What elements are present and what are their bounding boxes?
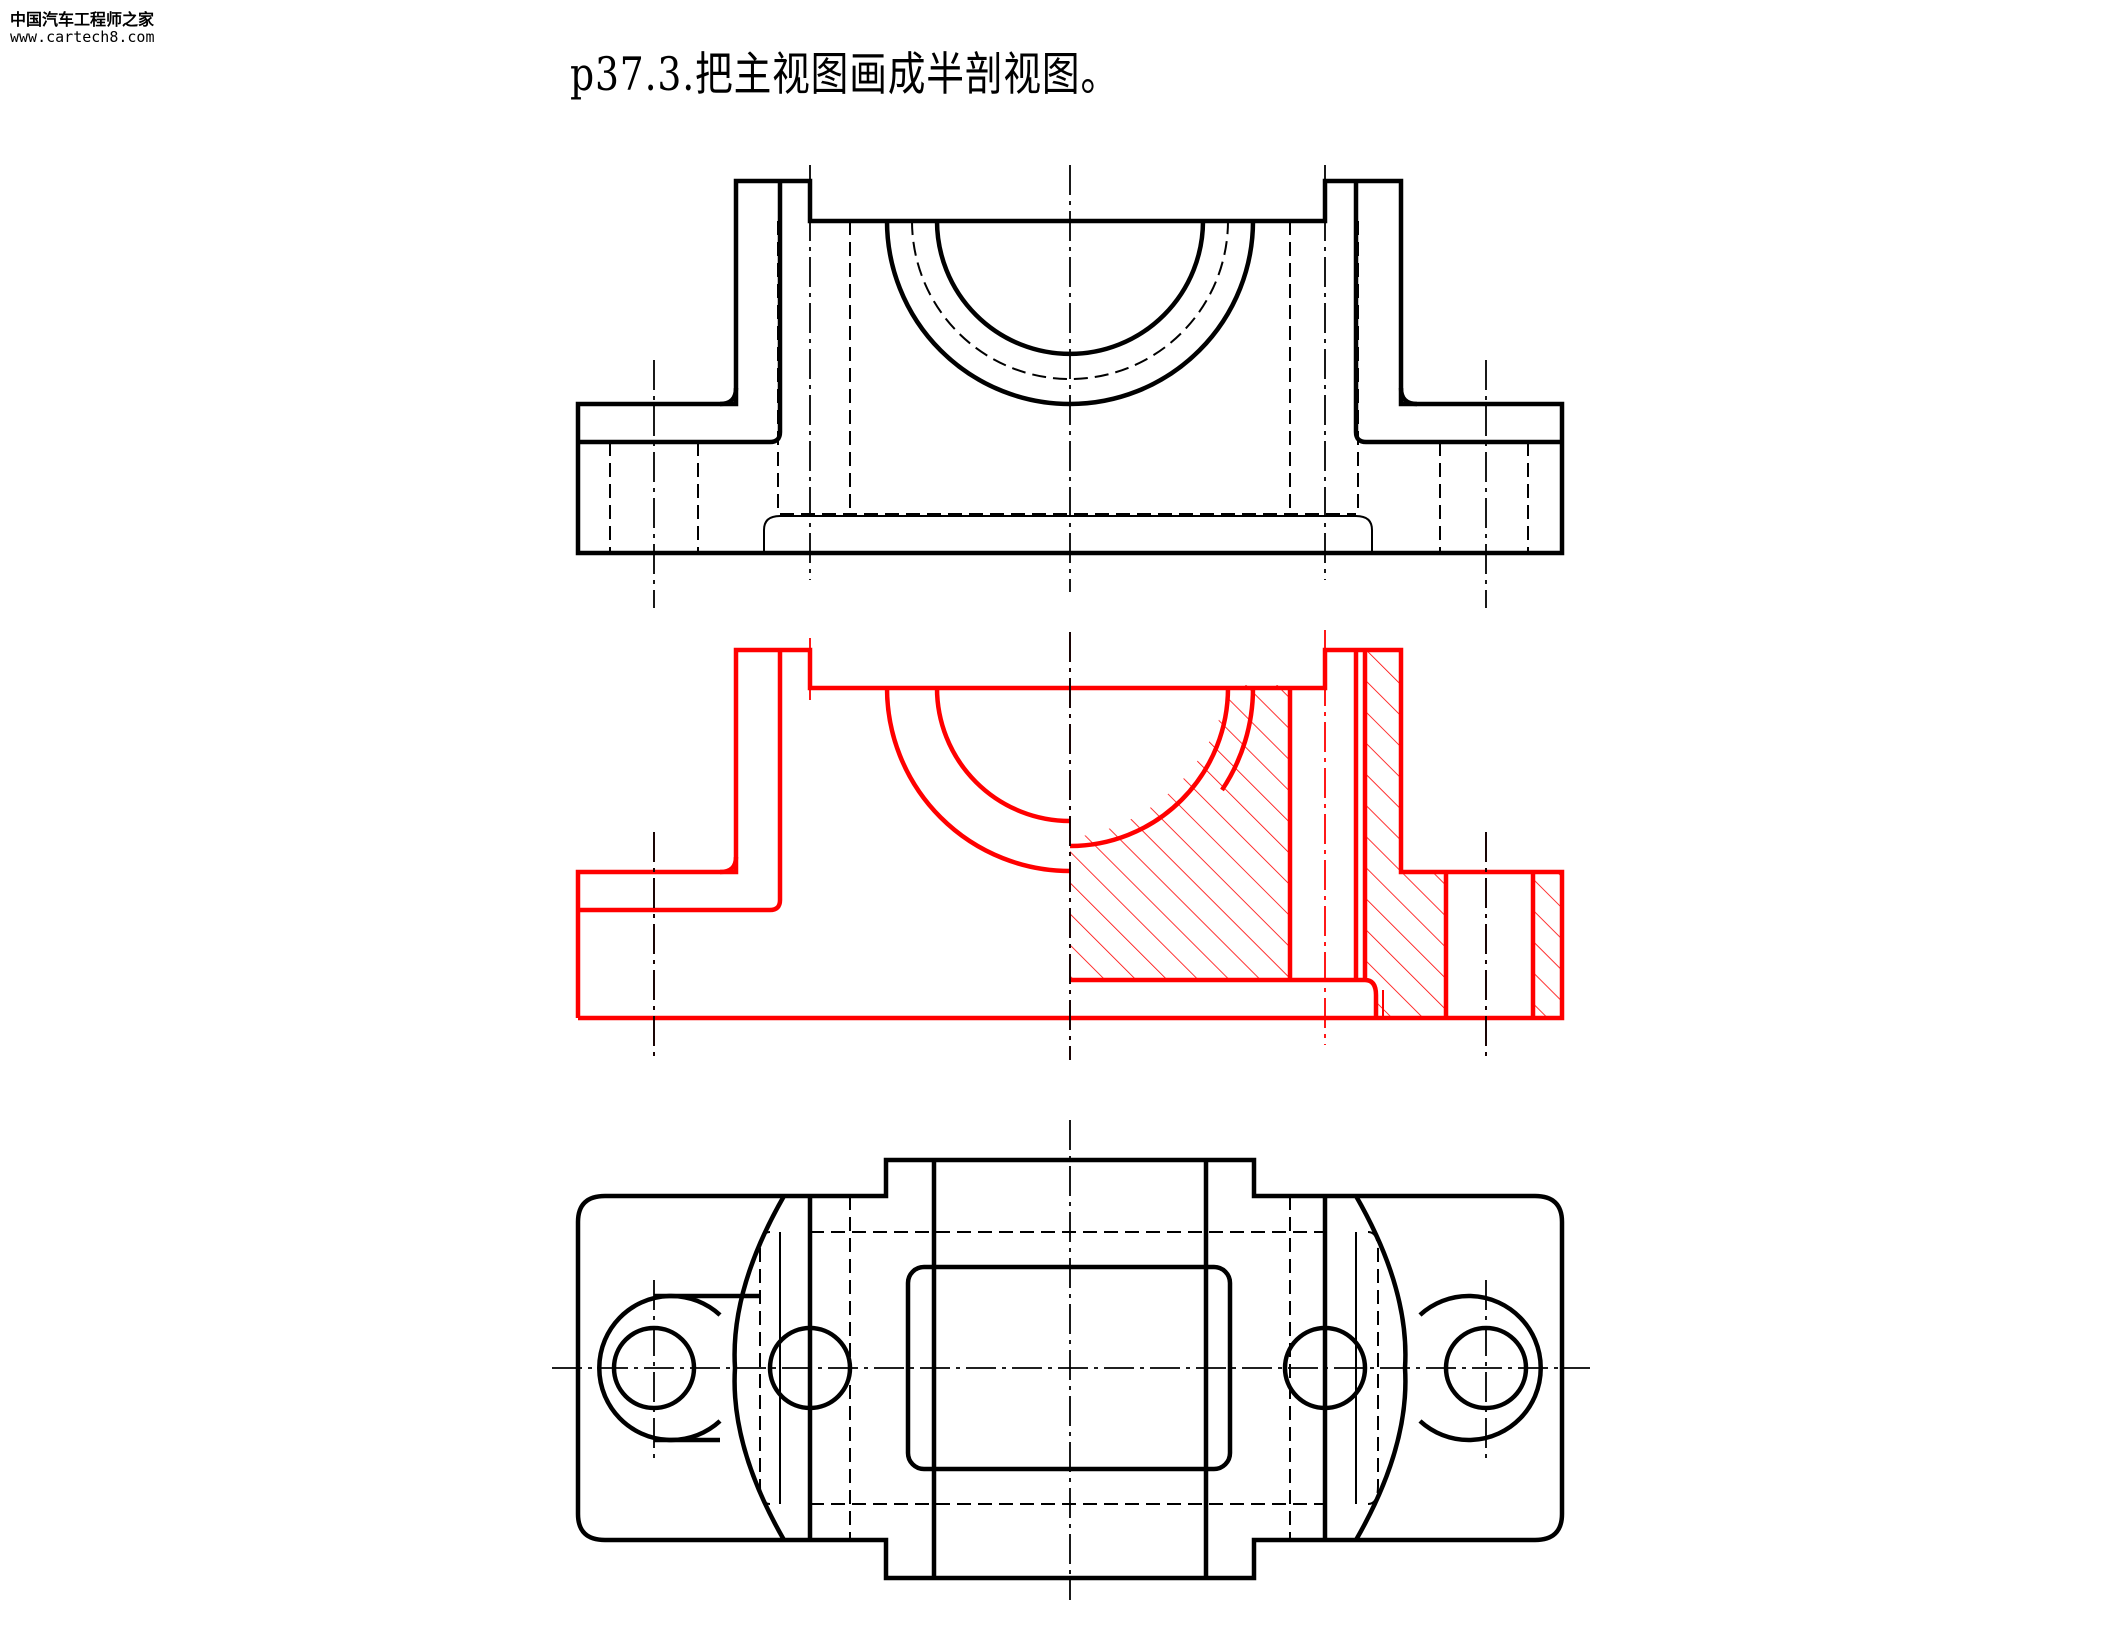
section-hatch-support [1365,650,1446,1018]
top-view-centerlines [552,1120,1590,1600]
front-view-bottom-recess [763,515,1373,553]
section-view-fillet [719,856,739,875]
section-view-section-edges [1070,650,1536,1018]
section-view-bore-inner [934,687,1071,824]
half-section-view [575,630,1565,1060]
top-view [552,1120,1590,1600]
watermark-site-name: 中国汽车工程师之家 [10,10,155,29]
section-view-bore-right [1069,687,1231,849]
section-view-black-centerlines [653,632,1487,1060]
watermark-url: www.cartech8.com [10,28,155,46]
front-view-bore-hidden [911,220,1229,380]
section-view-bore-outer [884,687,1071,874]
top-view-outline [575,1157,1565,1581]
front-view [575,165,1565,608]
page-title: p37.3.把主视图画成半剖视图。 [570,47,1119,101]
top-view-hidden-lines [759,1196,1379,1540]
section-view-bore-right-outer [1220,687,1256,792]
top-view-vertical-edges [807,1160,1328,1578]
section-hatch-flange [1533,872,1562,1018]
front-view-centerlines [653,165,1487,608]
front-view-fillets [719,387,1418,407]
section-hatch-body [1070,685,1290,980]
top-view-bore-opening [905,1264,1233,1472]
front-view-hidden-lines [609,221,1529,553]
